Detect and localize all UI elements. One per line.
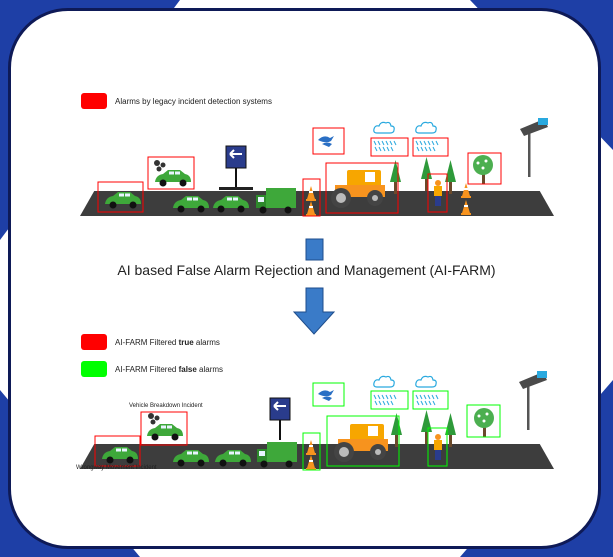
traffic-cone-icon: [461, 183, 471, 198]
arrow-top-segment: [305, 238, 324, 261]
rain-icon: [373, 394, 397, 406]
smoke-icon: [148, 413, 160, 425]
legend-legacy-label: Alarms by legacy incident detection syst…: [115, 96, 272, 106]
road-roller-icon: [334, 424, 388, 462]
top-scene: [97, 118, 548, 217]
rain-cloud-icon: [373, 375, 395, 388]
rain-icon: [373, 140, 397, 152]
car-icon: [105, 192, 141, 209]
false-alarm-boxes: [302, 382, 501, 471]
true-alarm-boxes: [94, 411, 188, 467]
camera-icon: [520, 118, 548, 177]
camera-icon: [519, 371, 547, 430]
truck-icon: [256, 188, 296, 214]
legend-true-label: AI-FARM Filtered true alarms: [115, 337, 220, 347]
car-icon: [102, 447, 138, 464]
legend-false: AI-FARM Filtered false alarms: [81, 361, 223, 377]
tree-icon: [390, 160, 401, 194]
sign-base: [219, 187, 253, 190]
bird-icon: [318, 390, 334, 401]
traffic-cone-icon: [461, 200, 471, 215]
legend-true: AI-FARM Filtered true alarms: [81, 334, 220, 350]
down-arrow-icon: [292, 287, 336, 335]
truck-icon: [257, 442, 297, 468]
true-alarm-swatch: [81, 334, 107, 350]
car-icon: [173, 450, 209, 467]
bottom-scene: [94, 371, 547, 471]
wrongway-label: Wrongway Movement Incident: [76, 465, 157, 471]
smoke-icon: [154, 160, 166, 172]
car-icon: [213, 196, 249, 213]
car-icon: [155, 170, 191, 187]
legacy-alarm-swatch: [81, 93, 107, 109]
traffic-cone-icon: [306, 440, 316, 455]
rain-icon: [415, 394, 439, 406]
bird-icon: [318, 136, 334, 147]
tree-icon: [421, 410, 432, 444]
car-icon: [215, 450, 251, 467]
breakdown-label: Vehicle Breakdown Incident: [129, 403, 203, 409]
road-bottom: [80, 444, 554, 469]
diagram-title: AI based False Alarm Rejection and Manag…: [117, 262, 496, 278]
legend-legacy: Alarms by legacy incident detection syst…: [81, 93, 272, 109]
road-roller-icon: [331, 170, 385, 208]
road-top: [80, 191, 554, 216]
one-way-sign-icon: [225, 145, 247, 189]
car-icon: [147, 424, 183, 441]
false-alarm-swatch: [81, 361, 107, 377]
tree-icon: [474, 408, 494, 437]
worker-icon: [434, 180, 442, 206]
rain-icon: [415, 140, 439, 152]
worker-icon: [434, 434, 442, 460]
traffic-cone-icon: [306, 186, 316, 201]
rain-cloud-icon: [415, 375, 437, 388]
legend-false-label: AI-FARM Filtered false alarms: [115, 364, 224, 374]
car-icon: [173, 196, 209, 213]
traffic-cone-icon: [306, 201, 316, 216]
tree-icon: [473, 155, 493, 184]
one-way-sign-icon: [269, 397, 291, 441]
tree-icon: [391, 413, 402, 447]
legacy-alarm-boxes: [97, 127, 502, 217]
traffic-cone-icon: [306, 455, 316, 470]
rain-cloud-icon: [373, 121, 395, 134]
rain-cloud-icon: [415, 121, 437, 134]
